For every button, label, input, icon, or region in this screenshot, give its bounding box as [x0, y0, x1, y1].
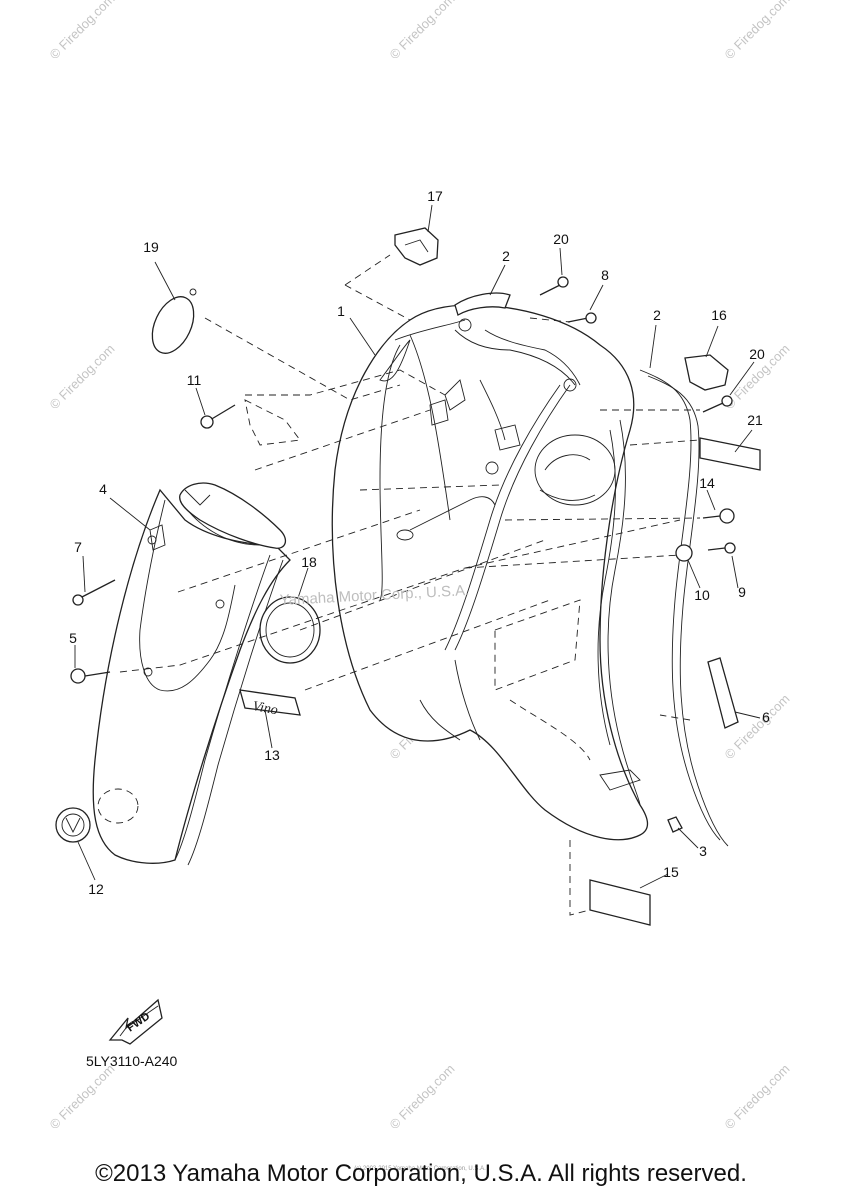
part-label: 9	[738, 584, 746, 600]
part-labels: 1 2 2 3 4 5 6 7 8 9 10 11 12 13 14 15 16…	[69, 188, 770, 897]
part-label: 18	[301, 554, 317, 570]
part-label: 4	[99, 481, 107, 497]
part-label: 14	[699, 475, 715, 491]
diagram-code: 5LY3110-A240	[86, 1053, 178, 1069]
watermark-2: © Firedog.com	[387, 0, 458, 62]
emblem-script: Vino	[251, 699, 279, 718]
part-label: 11	[187, 372, 202, 388]
fine-print: (c) 2003-2015 Yamaha Motor Corporation, …	[354, 1166, 486, 1172]
part-label: 13	[264, 747, 280, 763]
part-label: 21	[747, 412, 763, 428]
small-parts-drawing: Vino	[55, 227, 761, 926]
part-label: 17	[427, 188, 443, 204]
watermark-8: © Firedog.com	[47, 1061, 118, 1132]
fwd-arrow-icon: FWD	[108, 998, 163, 1045]
part-label: 12	[88, 881, 104, 897]
part-label: 15	[663, 864, 679, 880]
part-label: 1	[337, 303, 345, 319]
leg-shield-drawing	[331, 304, 649, 841]
part-label: 16	[711, 307, 727, 323]
part-label: 7	[74, 539, 82, 555]
watermark-1: © Firedog.com	[47, 0, 118, 62]
inner-panel-drawing	[92, 482, 291, 866]
part-label: 20	[553, 231, 569, 247]
part-label: 19	[143, 239, 159, 255]
part-label: 3	[699, 843, 707, 859]
watermark-4: © Firedog.com	[47, 341, 118, 412]
part-label: 20	[749, 346, 765, 362]
part-label: 6	[762, 709, 770, 725]
watermark-10: © Firedog.com	[722, 1061, 793, 1132]
part-label: 2	[653, 307, 661, 323]
part-label: 10	[694, 587, 710, 603]
copyright-notice: ©2013 Yamaha Motor Corporation, U.S.A. A…	[95, 1160, 747, 1187]
part-label: 8	[601, 267, 609, 283]
part-label: 2	[502, 248, 510, 264]
watermark-9: © Firedog.com	[387, 1061, 458, 1132]
part-label: 5	[69, 630, 77, 646]
watermark-3: © Firedog.com	[722, 0, 793, 62]
leader-lines	[74, 204, 761, 916]
